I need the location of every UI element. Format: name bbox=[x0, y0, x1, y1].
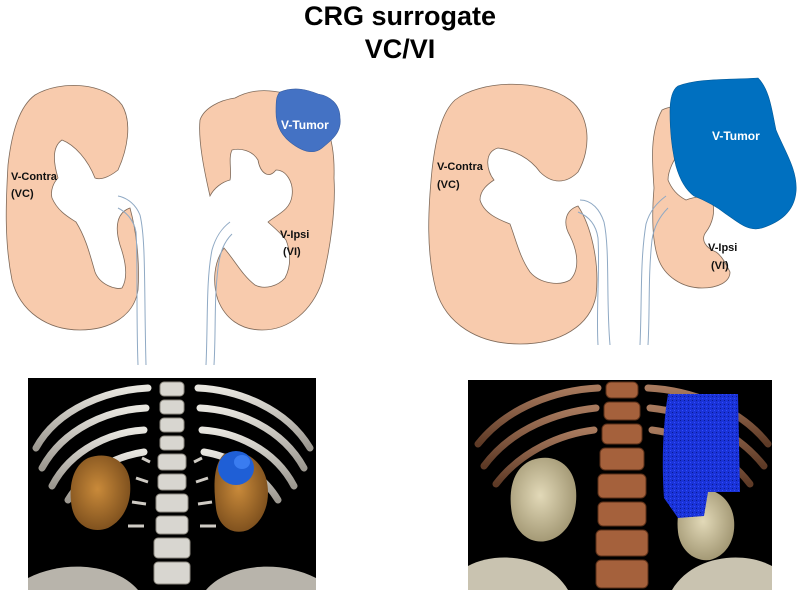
ct-render-left bbox=[28, 378, 316, 590]
left-tumor-label: V-Tumor bbox=[281, 118, 329, 132]
left-contra-label-1: V-Contra bbox=[11, 171, 58, 183]
ct-render-right-image bbox=[468, 380, 772, 590]
left-contra-ureter bbox=[117, 195, 147, 366]
right-ipsi-label-2: (VI) bbox=[711, 260, 729, 272]
ct-render-left-image bbox=[28, 378, 316, 590]
left-tumor bbox=[275, 88, 341, 153]
right-ipsi-ureter-inner bbox=[647, 207, 669, 346]
kidney-diagrams: V-Contra (VC) V-Ipsi (VI) V-Tumor V-Cont… bbox=[5, 77, 797, 366]
left-contra-label-2: (VC) bbox=[11, 188, 34, 200]
figure-title-line-1: CRG surrogate bbox=[303, 1, 497, 31]
right-tumor-label: V-Tumor bbox=[712, 129, 760, 143]
left-ipsi-ureter-inner bbox=[213, 233, 233, 366]
right-contra-label-1: V-Contra bbox=[437, 161, 484, 173]
ct-render-right bbox=[468, 380, 772, 590]
left-contra-kidney bbox=[5, 85, 139, 331]
left-ipsi-kidney bbox=[199, 90, 335, 331]
left-ipsi-label-1: V-Ipsi bbox=[280, 229, 309, 241]
right-contra-ureter bbox=[579, 199, 611, 346]
left-ipsi-ureter bbox=[205, 221, 231, 366]
right-tumor bbox=[669, 77, 797, 230]
left-ipsi-label-2: (VI) bbox=[283, 246, 301, 258]
right-ipsi-ureter bbox=[639, 195, 667, 346]
right-contra-label-2: (VC) bbox=[437, 179, 460, 191]
right-contra-kidney bbox=[428, 83, 598, 345]
figure-title-line-2: VC/VI bbox=[364, 34, 436, 64]
right-ipsi-label-1: V-Ipsi bbox=[708, 242, 737, 254]
right-contra-ureter-inner bbox=[577, 211, 600, 346]
left-contra-ureter-inner bbox=[117, 207, 139, 366]
